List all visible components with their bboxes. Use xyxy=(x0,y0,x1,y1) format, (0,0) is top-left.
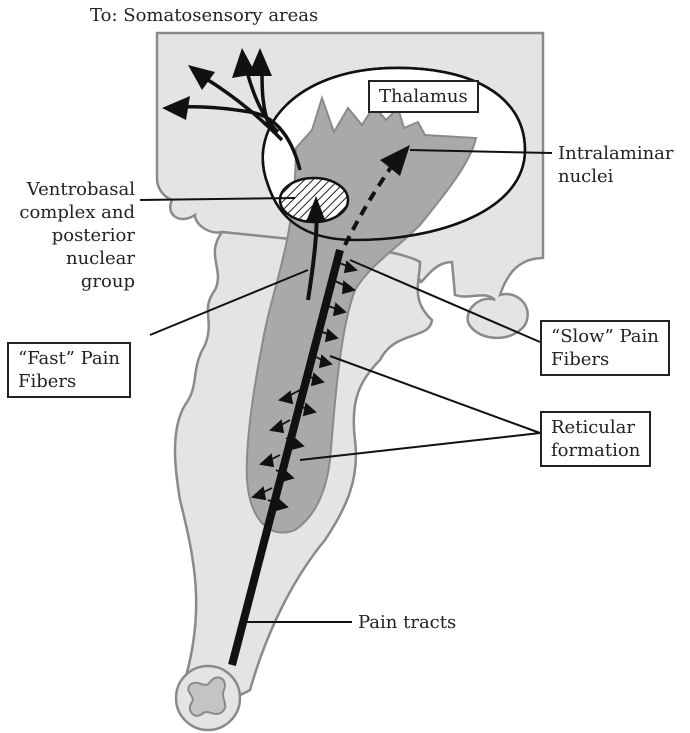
label-reticular-formation: Reticular formation xyxy=(540,411,651,467)
label-pain-tracts: Pain tracts xyxy=(358,611,456,634)
label-slow-pain-fibers: “Slow” Pain Fibers xyxy=(540,320,670,376)
label-fast-pain-fibers: “Fast” Pain Fibers xyxy=(7,342,131,398)
label-line: formation xyxy=(551,439,640,462)
label-intralaminar-nuclei: Intralaminar nuclei xyxy=(558,142,674,188)
label-line: nuclei xyxy=(558,165,674,188)
label-thalamus: Thalamus xyxy=(368,80,479,113)
label-line: Ventrobasal xyxy=(2,178,135,201)
label-line: nuclear xyxy=(2,247,135,270)
spinal-cord-section xyxy=(176,666,240,730)
label-line: “Slow” Pain xyxy=(551,325,659,348)
label-line: Reticular xyxy=(551,416,640,439)
label-somatosensory-areas: To: Somatosensory areas xyxy=(90,4,318,27)
label-line: Intralaminar xyxy=(558,142,674,165)
label-line: group xyxy=(2,270,135,293)
label-line: posterior xyxy=(2,224,135,247)
label-line: Fibers xyxy=(18,370,120,393)
label-ventrobasal-complex: Ventrobasal complex and posterior nuclea… xyxy=(2,178,135,293)
label-line: Fibers xyxy=(551,348,659,371)
label-line: “Fast” Pain xyxy=(18,347,120,370)
label-line: complex and xyxy=(2,201,135,224)
